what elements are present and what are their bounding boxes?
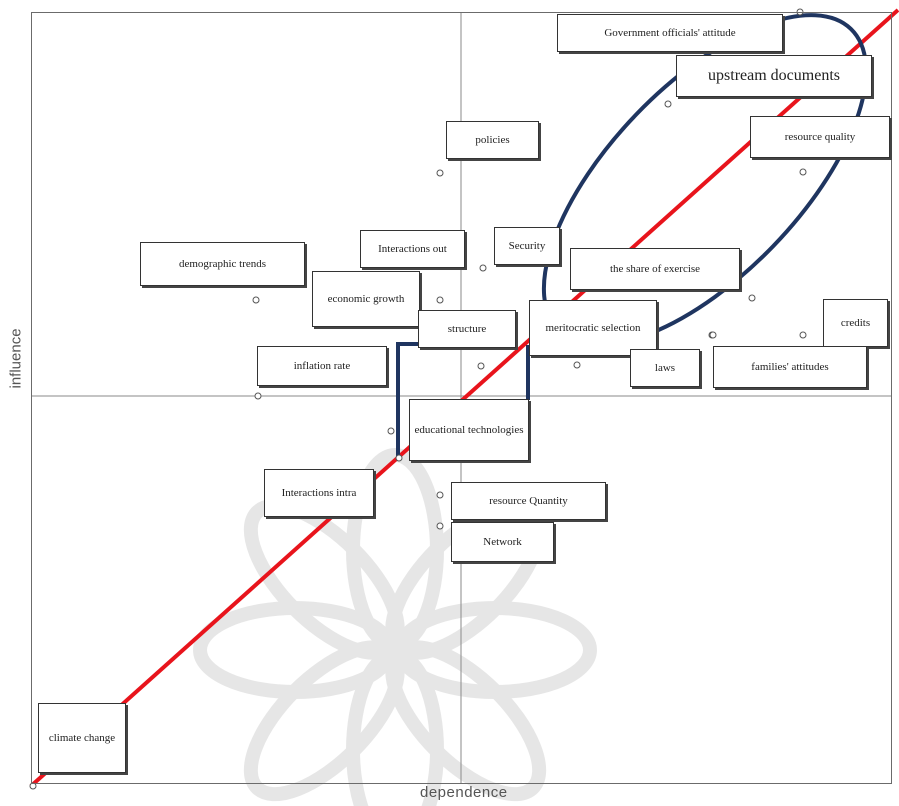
- data-point-label: upstream documents: [676, 55, 872, 97]
- data-point-marker: [436, 522, 444, 530]
- data-point-label: economic growth: [312, 271, 420, 327]
- data-point-marker: [664, 100, 672, 108]
- data-point-marker: [436, 296, 444, 304]
- data-point-marker: [709, 331, 717, 339]
- data-point-label: meritocratic selection: [529, 300, 657, 356]
- data-point-marker: [387, 427, 395, 435]
- data-point-label: laws: [630, 349, 700, 387]
- data-point-label: Interactions out: [360, 230, 465, 268]
- y-axis-label: influence: [7, 328, 25, 389]
- data-point-marker: [436, 169, 444, 177]
- data-point-label: Government officials' attitude: [557, 14, 783, 52]
- data-point-label: Security: [494, 227, 560, 265]
- data-point-marker: [29, 782, 37, 790]
- data-point-label: resource Quantity: [451, 482, 606, 520]
- data-point-marker: [796, 8, 804, 16]
- watermark-petal: [243, 498, 405, 660]
- data-point-label: Network: [451, 522, 554, 562]
- data-point-label: resource quality: [750, 116, 890, 158]
- data-point-marker: [395, 454, 403, 462]
- data-point-marker: [799, 331, 807, 339]
- data-point-marker: [748, 294, 756, 302]
- data-point-label: educational technologies: [409, 399, 529, 461]
- data-point-label: families' attitudes: [713, 346, 867, 388]
- data-point-label: inflation rate: [257, 346, 387, 386]
- data-point-marker: [799, 168, 807, 176]
- x-axis-label: dependence: [420, 784, 508, 801]
- data-point-marker: [436, 491, 444, 499]
- data-point-marker: [252, 296, 260, 304]
- data-point-marker: [573, 361, 581, 369]
- data-point-label: structure: [418, 310, 516, 348]
- data-point-label: demographic trends: [140, 242, 305, 286]
- data-point-label: Interactions intra: [264, 469, 374, 517]
- data-point-label: climate change: [38, 703, 126, 773]
- cluster-boundary: [396, 342, 530, 458]
- data-point-marker: [479, 264, 487, 272]
- data-point-label: policies: [446, 121, 539, 159]
- data-point-marker: [477, 362, 485, 370]
- data-point-marker: [254, 392, 262, 400]
- data-point-label: credits: [823, 299, 888, 347]
- data-point-label: the share of exercise: [570, 248, 740, 290]
